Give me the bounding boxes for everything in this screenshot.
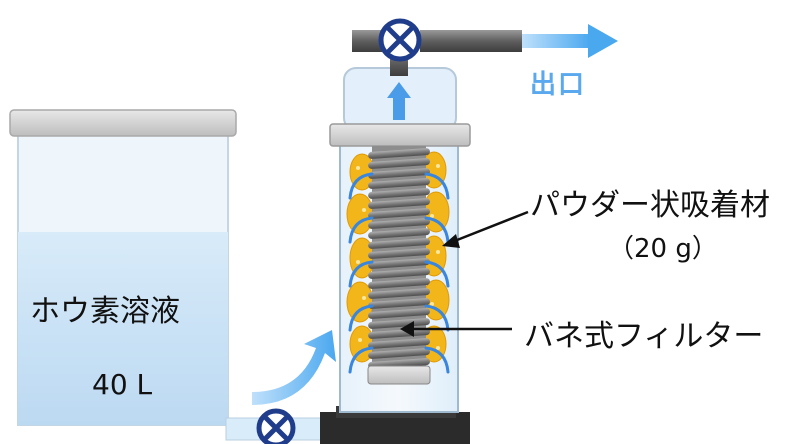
- spring-filter: [367, 146, 431, 385]
- filter-label: バネ式フィルター: [524, 319, 764, 354]
- tank-label: ホウ素溶液: [30, 294, 180, 329]
- flow-curves: [348, 172, 450, 374]
- flow-arrow-icon: [252, 330, 336, 405]
- tank-liquid: [18, 232, 228, 425]
- adsorbent-label: パウダー状吸着材: [530, 188, 770, 223]
- annotation-arrow-icon: [400, 321, 512, 337]
- tank-rim: [9, 109, 237, 137]
- outlet-pipe-right: [420, 30, 522, 52]
- adsorbent-amount: （20 g）: [608, 234, 718, 264]
- annotation-arrow-icon: [442, 210, 529, 248]
- flow-arrow-icon: [522, 24, 618, 58]
- column-flange: [329, 123, 471, 147]
- valve-icon: [256, 408, 296, 444]
- tank-volume: 40 L: [92, 368, 153, 401]
- solution-tank: [9, 109, 237, 426]
- outlet-label: 出口: [530, 70, 587, 100]
- outlet-pipe-left: [352, 30, 382, 52]
- up-arrow-icon: [387, 82, 411, 120]
- valve-icon: [378, 18, 422, 62]
